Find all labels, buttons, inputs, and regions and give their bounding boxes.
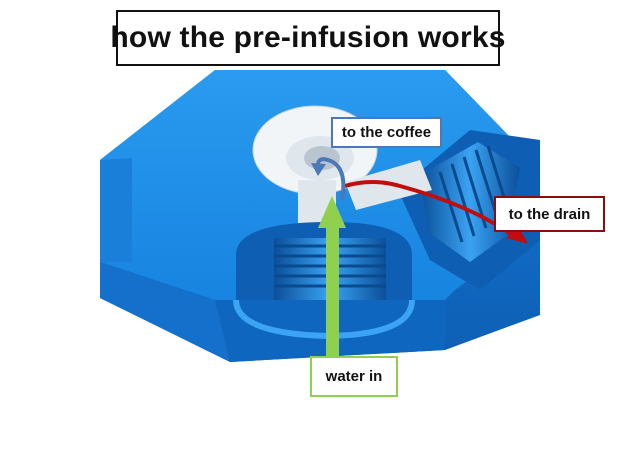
drain-port: [345, 130, 540, 290]
block-bottom-rim: [100, 262, 230, 362]
coffee-arrow-line: [315, 157, 346, 201]
water-arrow-shaft: [326, 226, 339, 358]
water-in-label: water in: [310, 356, 398, 397]
coffee-label: to the coffee: [331, 117, 442, 148]
water-flow-arrow: [318, 196, 346, 358]
drain-arrow-line: [344, 180, 516, 238]
diagram-title: how the pre-infusion works: [110, 10, 505, 66]
coffee-arrowhead: [311, 163, 326, 176]
water-arrowhead: [318, 196, 346, 228]
block-left-bevel: [100, 158, 132, 262]
coffee-flow-arrow: [311, 157, 346, 201]
drain-flow-arrow: [344, 180, 528, 244]
drain-label: to the drain: [494, 196, 605, 232]
drain-arrowhead: [506, 226, 528, 244]
